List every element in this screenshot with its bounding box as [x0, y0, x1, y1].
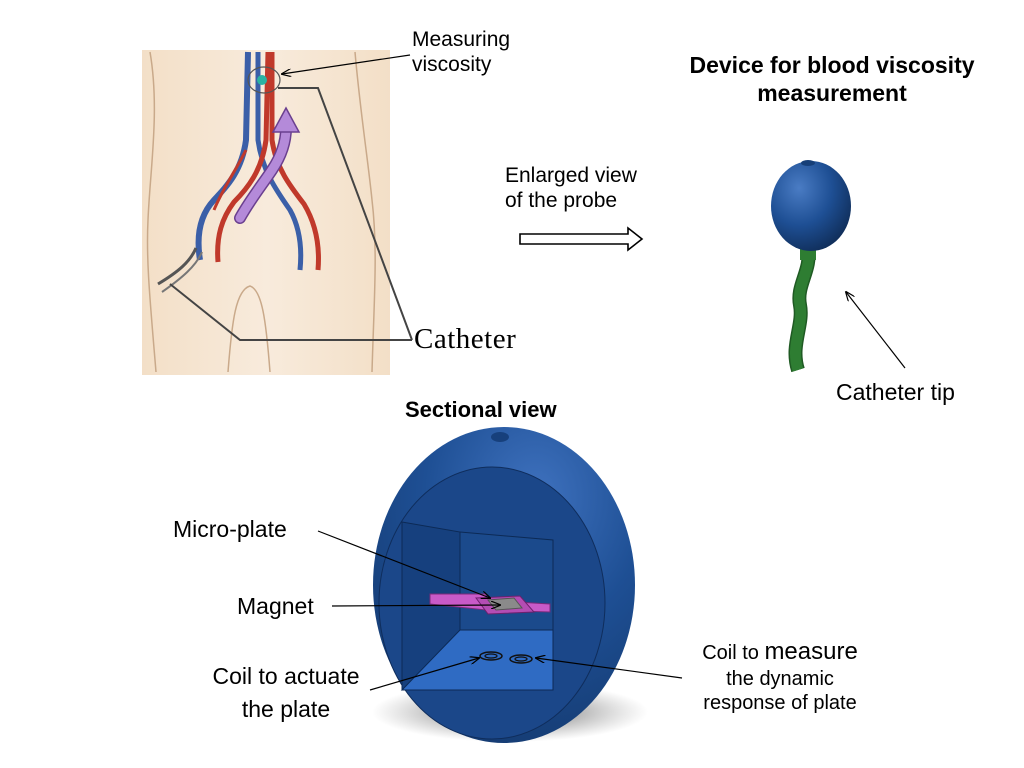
sectional-view-model [372, 427, 648, 743]
measuring-arrow [282, 54, 411, 74]
catheter-leader-up [278, 87, 413, 341]
cavity-back-wall [459, 531, 554, 631]
measuring-viscosity-label: Measuring viscosity [412, 27, 510, 77]
coil-actuate-label: Coil to actuate the plate [196, 660, 376, 727]
coil-actuate [479, 651, 503, 661]
flow-arrow-head [271, 106, 301, 133]
catheter-tube-1 [157, 247, 198, 286]
catheter-tip-arrow [846, 292, 906, 369]
measuring-line2: viscosity [412, 53, 492, 77]
coil-measure-label: Coil to measure the dynamic response of … [680, 638, 880, 715]
enlarged-view-arrow [519, 226, 644, 252]
coil-measure-line1: Coil to measure [680, 638, 880, 667]
coil-measure-line1-b: measure [764, 638, 858, 665]
magnet-arrow [331, 605, 500, 606]
catheter-tube-2 [161, 251, 203, 293]
title-line1: Device for blood viscosity [689, 52, 975, 78]
micro-plate-arrow [317, 530, 490, 598]
coil-measure-line2: the dynamic [726, 667, 834, 690]
catheter-tip-label: Catheter tip [836, 379, 955, 405]
enlarged-view-label: Enlarged view of the probe [505, 163, 637, 213]
probe-device [771, 160, 851, 373]
body-outline-left [146, 51, 157, 373]
leg-gap-outline [227, 285, 271, 373]
coil-measure [509, 654, 533, 664]
body-outline-right [354, 51, 376, 373]
enlarged-line2: of the probe [505, 189, 618, 213]
coil-actuate-line1: Coil to actuate [212, 663, 360, 689]
artery-left [215, 51, 271, 263]
diagram-title: Device for blood viscosity measurement [672, 52, 992, 107]
coil-measure-line1-a: Coil to [702, 642, 765, 664]
probe-location-circle [247, 66, 281, 94]
catheter-leader-left [169, 283, 412, 341]
coil-actuate-line2: the plate [241, 696, 331, 723]
coil-measure-arrow [536, 658, 683, 679]
sectional-view-title: Sectional view [405, 397, 557, 422]
enlarged-line1: Enlarged view [505, 164, 637, 187]
probe-location-dot [257, 75, 267, 85]
magnet-label: Magnet [237, 593, 314, 619]
section-top-hole [491, 432, 509, 442]
probe-ball [771, 161, 851, 251]
catheter-shaft [789, 247, 815, 372]
probe-top-hole [801, 160, 815, 166]
artery-branch [212, 149, 248, 211]
title-line2: measurement [757, 79, 907, 106]
catheter-label: Catheter [414, 323, 517, 355]
micro-plate-label: Micro-plate [173, 516, 287, 542]
coil-measure-line3: response of plate [703, 691, 857, 714]
measuring-line1: Measuring [412, 28, 511, 51]
flow-arrow-body [235, 123, 291, 223]
anatomy-illustration [142, 50, 413, 375]
coil-actuate-arrow [369, 658, 479, 691]
